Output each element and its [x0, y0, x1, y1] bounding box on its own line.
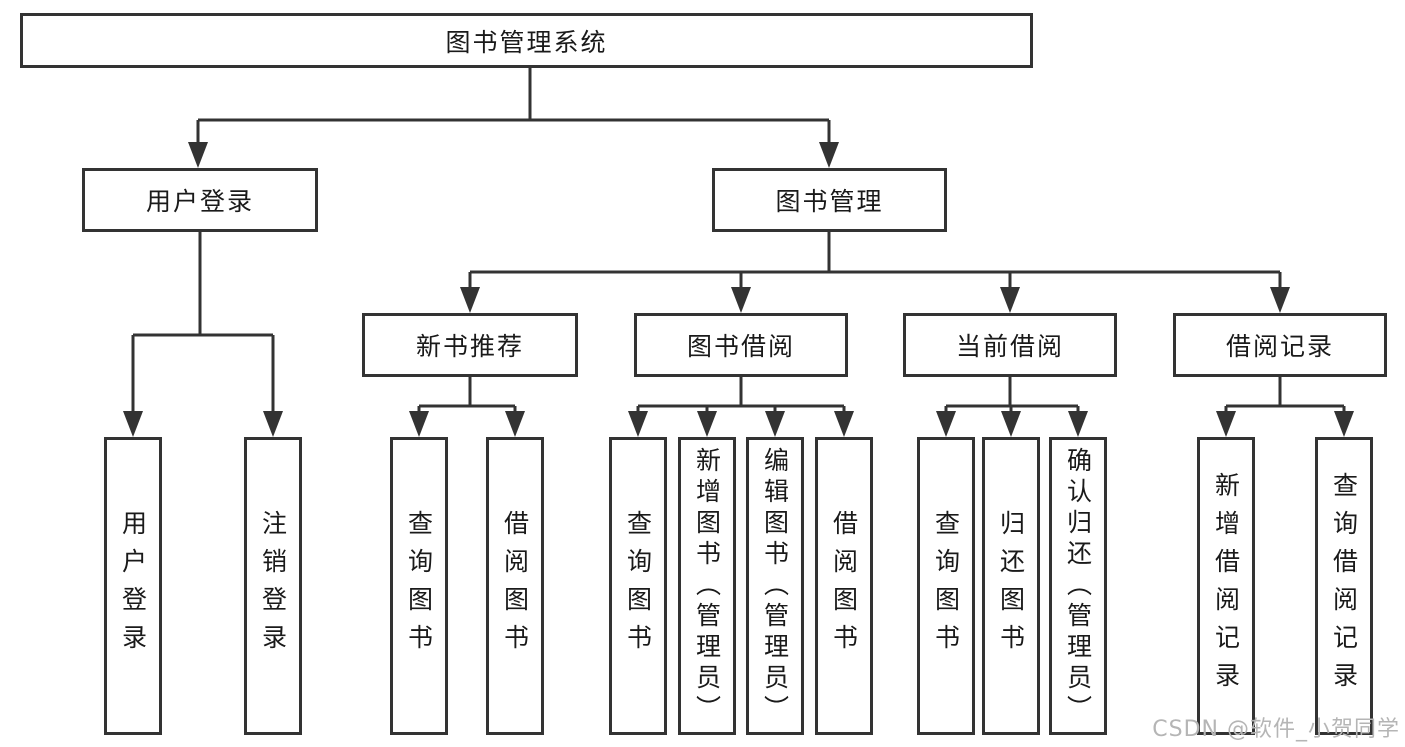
arrowhead: [1068, 411, 1088, 437]
arrowhead: [697, 411, 717, 437]
node-root: 图书管理系统: [20, 13, 1033, 68]
leaf-query-books-borrowing: 查询图书: [609, 437, 667, 735]
edge-current-to-leaves: [944, 377, 1080, 415]
leaf-logout: 注销登录: [244, 437, 302, 735]
node-borrowing-records-label: 借阅记录: [1225, 332, 1334, 361]
leaf-confirm-return-admin: 确认归还（管理员）: [1049, 437, 1107, 735]
arrowhead: [731, 287, 751, 313]
node-new-book-recommend-label: 新书推荐: [415, 332, 524, 361]
arrowhead: [460, 287, 480, 313]
node-book-borrowing-label: 图书借阅: [686, 332, 795, 361]
leaf-borrow-books-recommend-label: 借阅图书: [500, 510, 530, 662]
arrowhead: [1000, 287, 1020, 313]
leaf-return-books: 归还图书: [982, 437, 1040, 735]
node-book-management: 图书管理: [712, 168, 947, 232]
edge-root-to-level2: [196, 68, 831, 146]
arrowhead: [834, 411, 854, 437]
node-current-borrowing-label: 当前借阅: [955, 332, 1064, 361]
arrowhead: [819, 142, 839, 168]
leaf-user-login-label: 用户登录: [118, 510, 148, 662]
arrowhead: [1216, 411, 1236, 437]
edge-mgmt-to-sections: [468, 232, 1282, 290]
edge-recommend-to-leaves: [417, 377, 517, 415]
arrowhead: [1334, 411, 1354, 437]
arrowhead: [263, 411, 283, 437]
arrowhead: [628, 411, 648, 437]
arrowhead: [936, 411, 956, 437]
leaf-query-borrow-record-label: 查询借阅记录: [1329, 472, 1359, 700]
node-current-borrowing: 当前借阅: [903, 313, 1117, 377]
leaf-query-books-borrowing-label: 查询图书: [623, 510, 653, 662]
edge-records-to-leaves: [1224, 377, 1346, 415]
leaf-add-borrow-record: 新增借阅记录: [1197, 437, 1255, 735]
leaf-query-borrow-record: 查询借阅记录: [1315, 437, 1373, 735]
node-book-management-label: 图书管理: [775, 187, 884, 216]
csdn-watermark: CSDN @软件_小贺同学: [1152, 717, 1400, 742]
edge-borrowing-to-leaves: [636, 377, 846, 415]
node-book-borrowing: 图书借阅: [634, 313, 848, 377]
leaf-borrow-books-recommend: 借阅图书: [486, 437, 544, 735]
leaf-logout-label: 注销登录: [258, 510, 288, 662]
leaf-add-books-admin-label: 新增图书（管理员）: [692, 446, 722, 726]
arrowhead: [505, 411, 525, 437]
leaf-return-books-label: 归还图书: [996, 510, 1026, 662]
leaf-add-books-admin: 新增图书（管理员）: [678, 437, 736, 735]
arrowhead: [765, 411, 785, 437]
leaf-borrow-books-borrowing-label: 借阅图书: [829, 510, 859, 662]
leaf-borrow-books-borrowing: 借阅图书: [815, 437, 873, 735]
arrowhead: [1001, 411, 1021, 437]
leaf-query-books-recommend: 查询图书: [390, 437, 448, 735]
node-user-login-label: 用户登录: [145, 187, 254, 216]
leaf-query-books-current: 查询图书: [917, 437, 975, 735]
node-root-label: 图书管理系统: [445, 27, 608, 57]
arrowhead: [409, 411, 429, 437]
leaf-query-books-current-label: 查询图书: [931, 510, 961, 662]
leaf-user-login: 用户登录: [104, 437, 162, 735]
leaf-add-borrow-record-label: 新增借阅记录: [1211, 472, 1241, 700]
node-borrowing-records: 借阅记录: [1173, 313, 1387, 377]
leaf-confirm-return-admin-label: 确认归还（管理员）: [1063, 446, 1093, 726]
leaf-edit-books-admin: 编辑图书（管理员）: [746, 437, 804, 735]
arrowhead: [123, 411, 143, 437]
leaf-edit-books-admin-label: 编辑图书（管理员）: [760, 446, 790, 726]
arrowhead: [188, 142, 208, 168]
edge-login-to-leaves: [131, 232, 275, 415]
leaf-query-books-recommend-label: 查询图书: [404, 510, 434, 662]
node-user-login: 用户登录: [82, 168, 318, 232]
arrowhead: [1270, 287, 1290, 313]
node-new-book-recommend: 新书推荐: [362, 313, 578, 377]
